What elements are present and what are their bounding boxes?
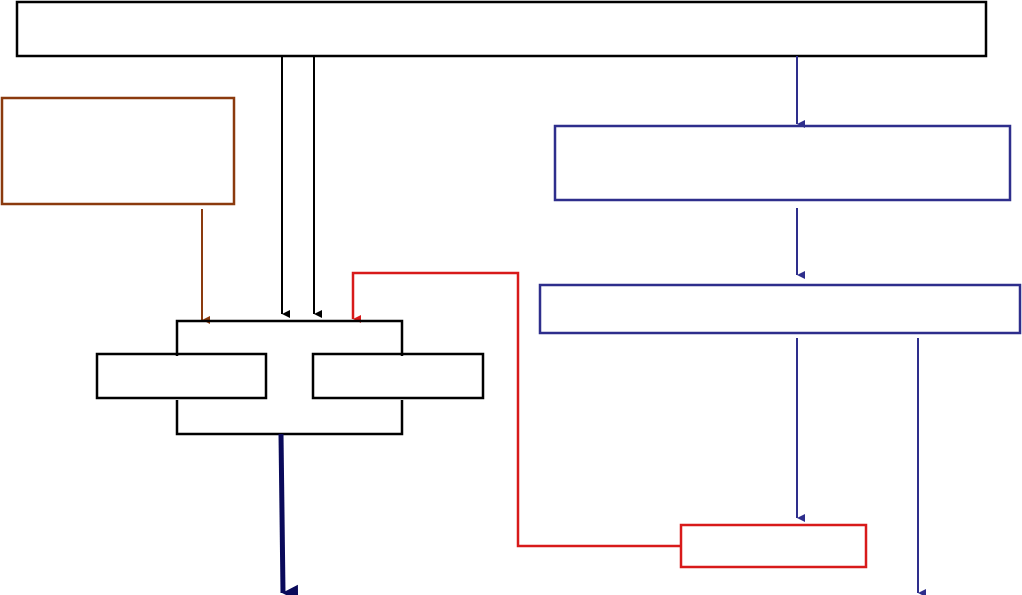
- top-bar-box: [15, 0, 988, 58]
- blue-box-lower: [538, 283, 1022, 335]
- red-box: [679, 523, 868, 569]
- center-top-box: [175, 319, 404, 356]
- center-assembly: [95, 319, 485, 436]
- center-bottom-box: [175, 400, 404, 436]
- center-left-box: [95, 352, 268, 400]
- red-feedback-line: [351, 271, 681, 548]
- brown-box: [0, 96, 236, 206]
- center-right-box: [311, 352, 485, 400]
- blue-box-upper: [553, 124, 1012, 202]
- output-arrow: [278, 433, 299, 595]
